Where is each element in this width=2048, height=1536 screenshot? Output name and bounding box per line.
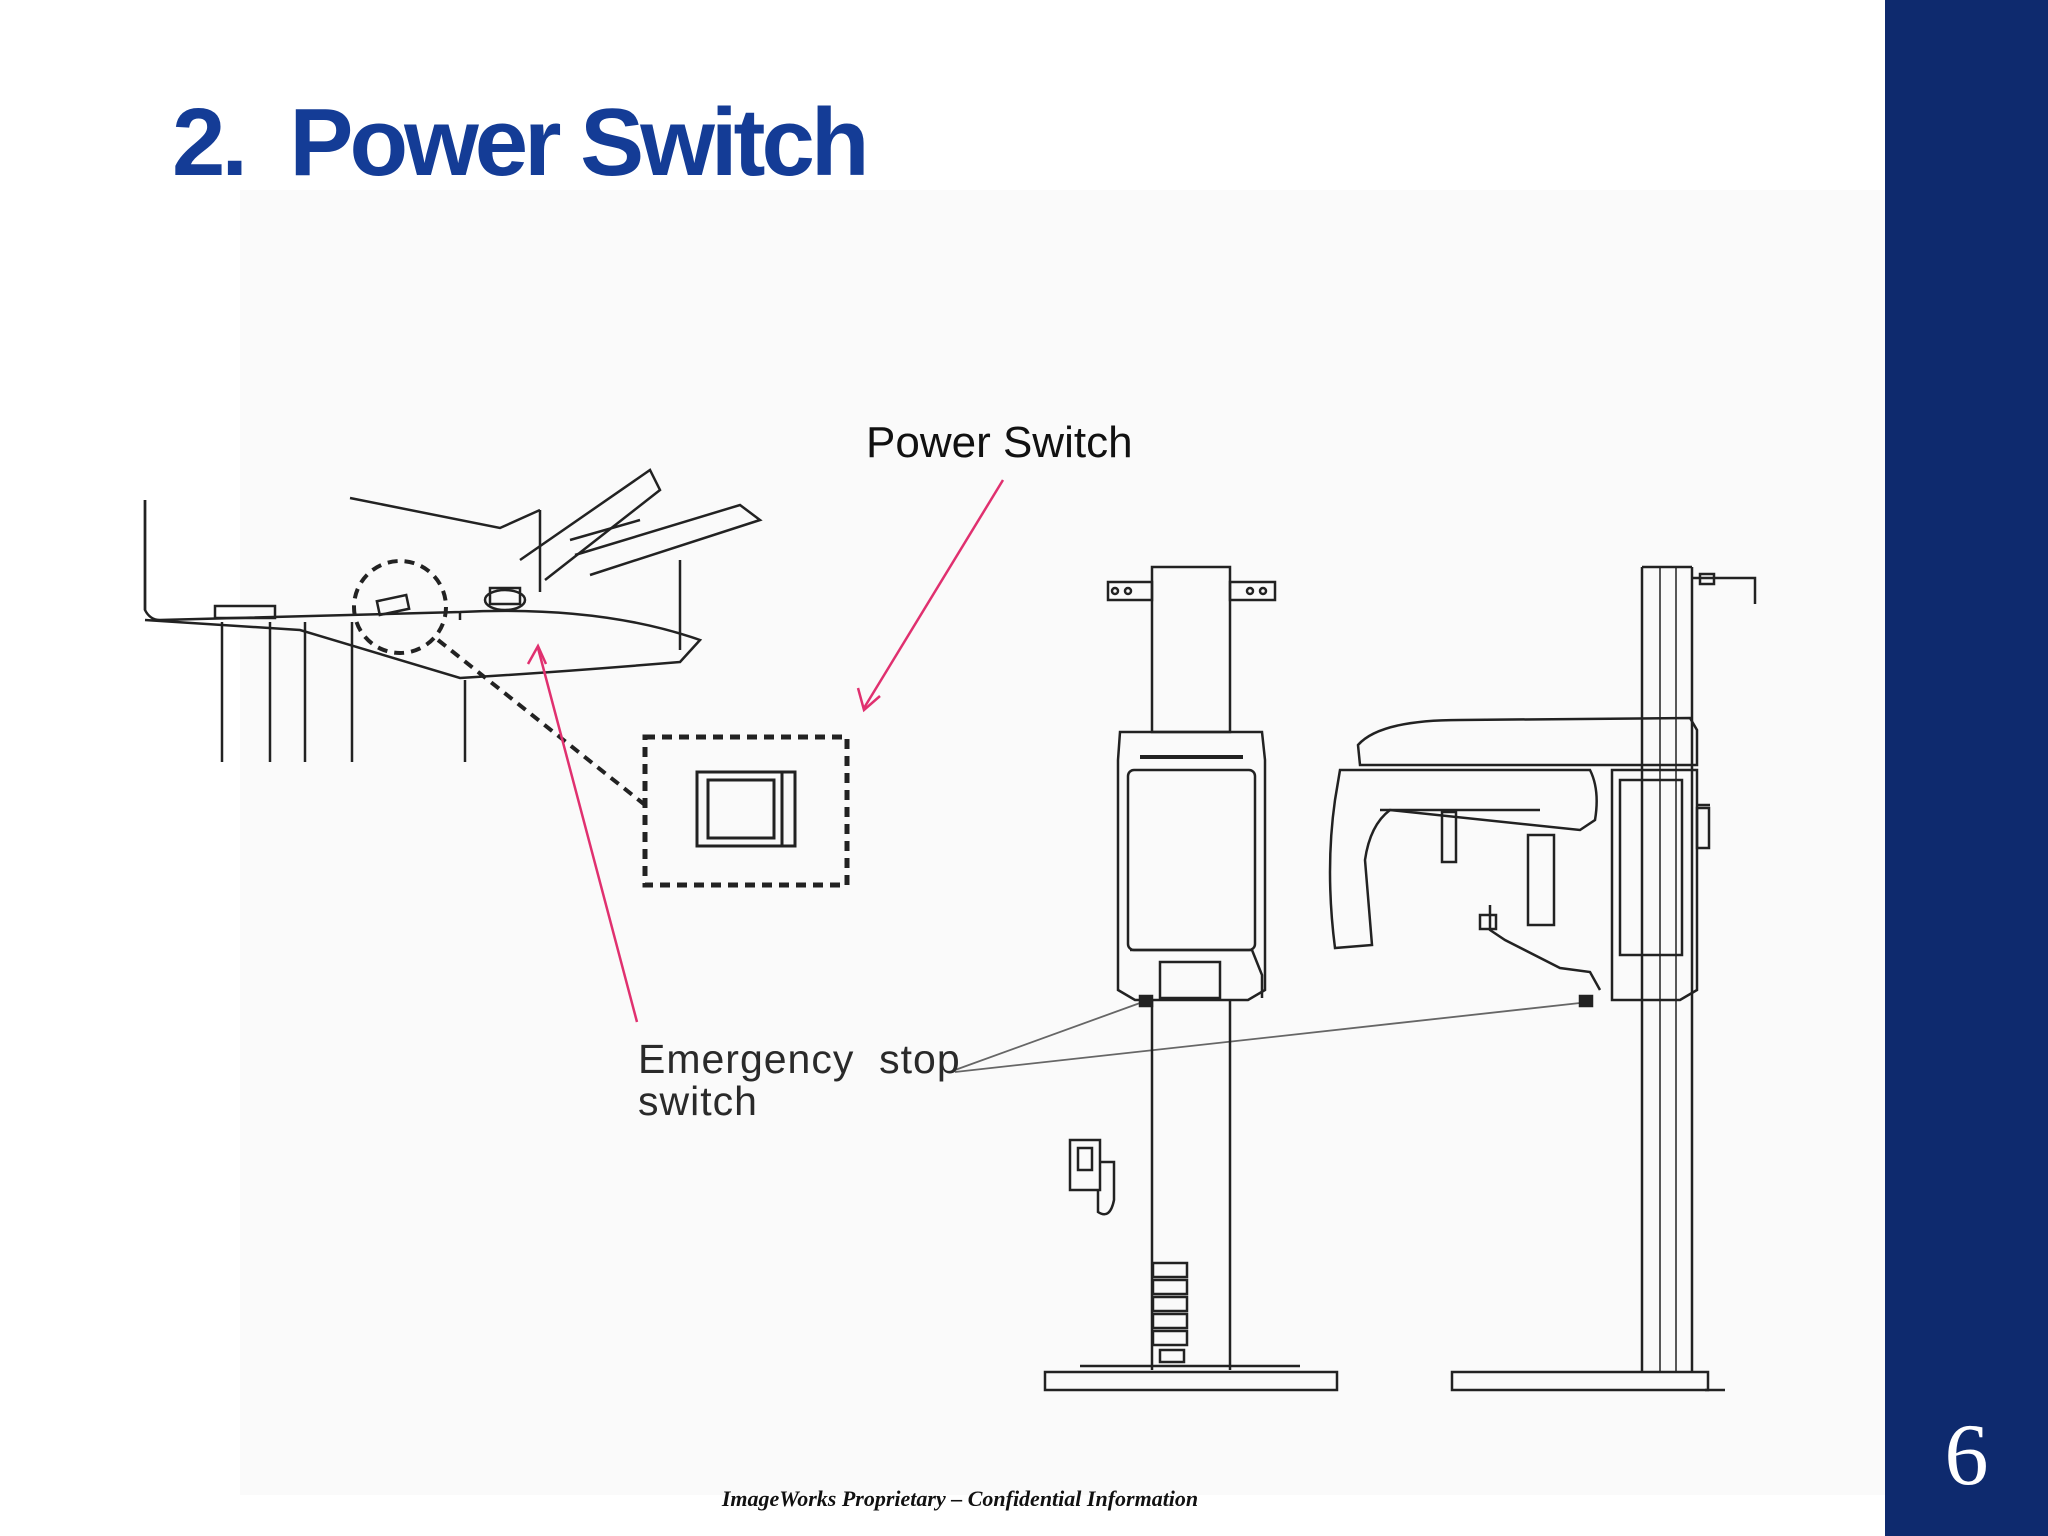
estop-arrow <box>536 647 639 1023</box>
switch-zoom-box <box>642 734 850 888</box>
xray-unit-illustration <box>143 468 1757 1392</box>
sidebar-panel <box>1885 0 2048 1536</box>
page-number: 6 <box>1944 1407 1989 1504</box>
confidential-footer: ImageWorks Proprietary – Confidential In… <box>721 1486 1199 1511</box>
power-switch-label: Power Switch <box>866 418 1133 467</box>
front-view-drawing <box>1043 565 1339 1392</box>
callout-arrows <box>526 479 1005 1023</box>
power-switch-arrow <box>862 479 1005 709</box>
closeup-underside-drawing <box>143 468 763 762</box>
slide-title: 2. Power Switch <box>172 89 870 196</box>
emergency-stop-label-line1: Emergency stop <box>638 1036 961 1082</box>
power-switch-arrowhead <box>856 687 881 713</box>
emergency-stop-label-line2: switch <box>638 1078 758 1124</box>
estop-arrowhead <box>526 643 548 665</box>
side-view-drawing <box>1328 565 1757 1392</box>
power-switch-rocker <box>695 770 797 848</box>
switch-highlight-circle <box>352 559 448 655</box>
